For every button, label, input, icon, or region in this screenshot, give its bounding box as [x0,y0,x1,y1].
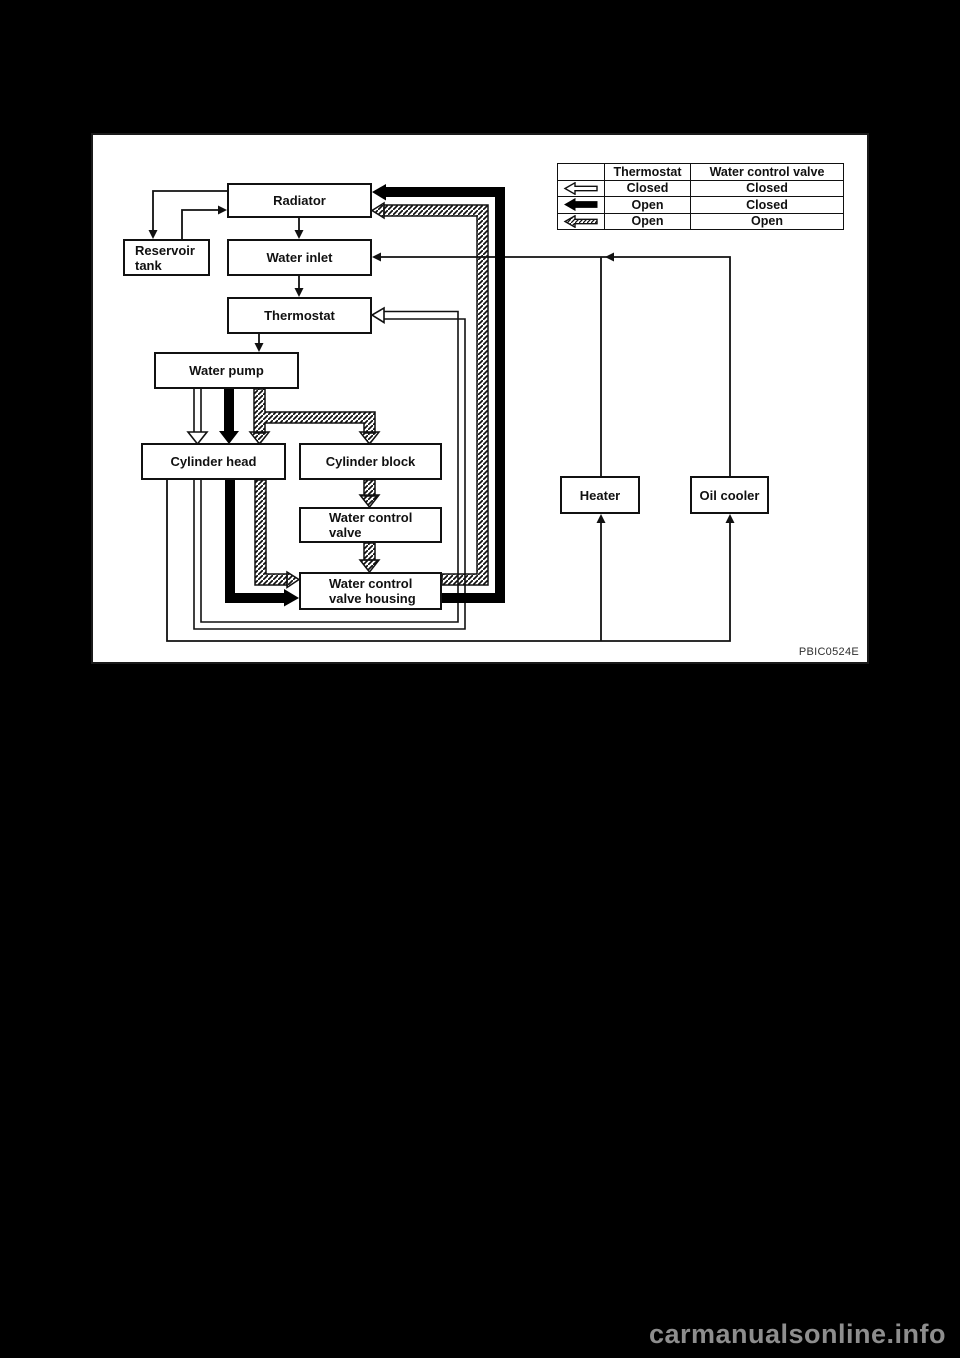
legend-row-open-closed: Open Closed [557,196,844,214]
node-oil-cooler: Oil cooler [690,476,769,514]
legend-row-closed-closed: Closed Closed [557,179,844,197]
node-water-pump: Water pump [154,352,299,389]
legend-table: Thermostat Water control valve Closed Cl… [557,163,844,230]
legend-cell-arrow [557,179,605,197]
legend-cell-arrow [557,212,605,230]
node-thermostat: Thermostat [227,297,372,334]
figure-code: PBIC0524E [798,646,859,658]
node-water-inlet: Water inlet [227,239,372,276]
flow-cylinderhead-thermostat-hollow [193,306,466,630]
flow-cylinderhead-housing-black [225,480,299,607]
node-cylinder-block: Cylinder block [299,443,442,480]
flow-waterpump-cylinderhead-black [219,389,239,444]
flow-diagram-svg [148,184,735,642]
legend-cell-wcv: Closed [690,179,844,197]
legend-cell-wcv: Open [690,212,844,230]
legend-cell-thermostat: Closed [604,179,691,197]
diagram-panel: Radiator Reservoir tank Water inlet Ther… [91,133,869,664]
node-cylinder-head: Cylinder head [141,443,286,480]
flow-cylinderblock-wcv-hatched [358,479,381,509]
flow-cylinderhead-housing-hatched [254,479,301,589]
solid-black-left-arrow-icon [563,198,598,212]
flow-housing-radiator-hatched [370,201,489,586]
legend-header-arrow [557,163,605,181]
hatched-left-arrow-icon [563,214,598,228]
legend-cell-arrow [557,196,605,214]
flow-thermostat-waterpump-line [254,334,264,352]
node-radiator: Radiator [227,183,372,218]
flow-waterpump-cylinderhead-cylinderblock-hatched [248,388,381,446]
node-water-control-valve: Water control valve [299,507,442,543]
flow-housing-radiator-black [372,184,505,603]
legend-header-wcv: Water control valve [690,163,844,181]
flow-reservoir-radiator-line [181,205,227,239]
flow-radiator-reservoir-line [148,190,227,239]
legend-cell-thermostat: Open [604,196,691,214]
legend-cell-thermostat: Open [604,212,691,230]
node-water-control-valve-housing: Water control valve housing [299,572,442,610]
legend-row-open-open: Open Open [557,212,844,230]
legend-header-row: Thermostat Water control valve [557,163,844,181]
node-heater: Heater [560,476,640,514]
flow-wcv-housing-hatched [358,542,381,574]
watermark-text: carmanualsonline.info [648,1319,946,1349]
flow-waterpump-cylinderhead-hollow [186,389,209,446]
legend-cell-wcv: Closed [690,196,844,214]
flow-cylinderhead-heater-oilcooler-line [166,480,735,642]
legend-header-thermostat: Thermostat [604,163,691,181]
flow-waterinlet-thermostat-line [294,276,304,297]
flow-heater-oilcooler-waterinlet-line [372,252,731,476]
node-reservoir-tank: Reservoir tank [123,239,210,276]
flow-radiator-waterinlet-line [294,218,304,239]
hollow-left-arrow-icon [563,181,598,195]
